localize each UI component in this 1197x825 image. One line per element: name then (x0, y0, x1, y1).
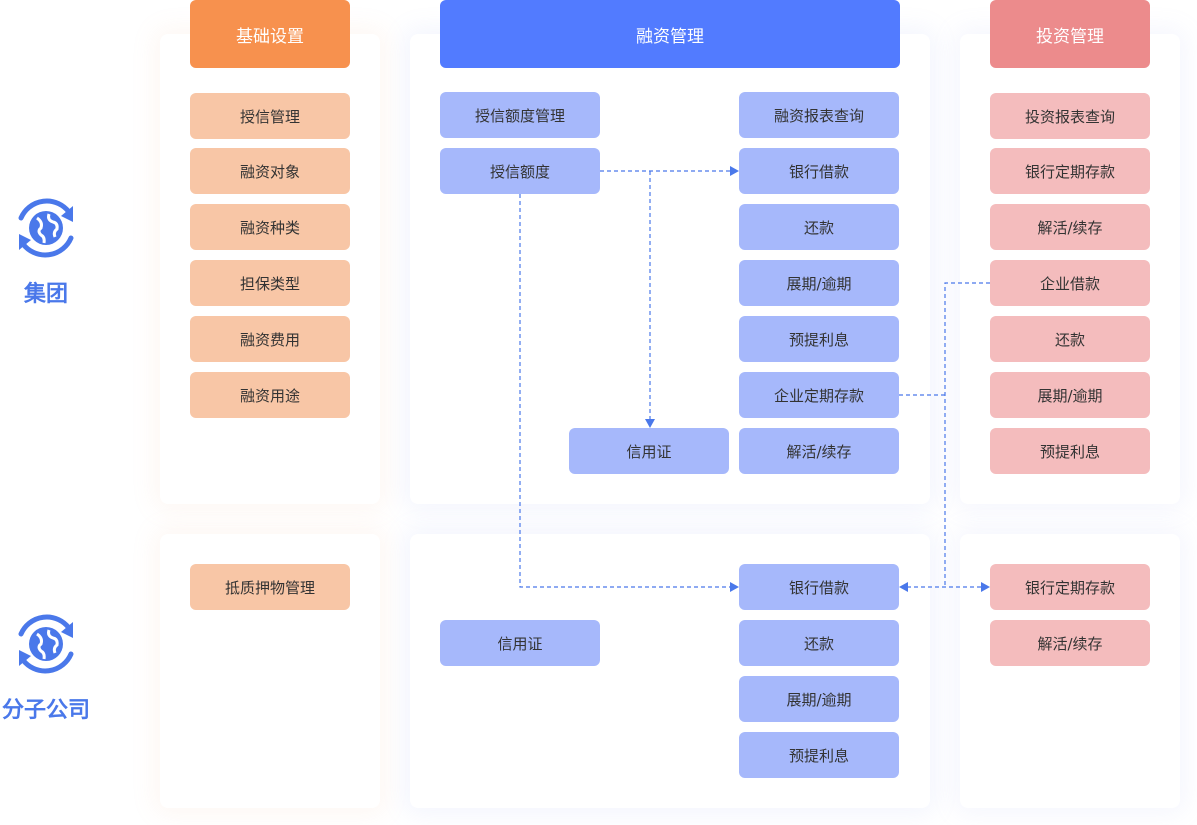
group-financing-bank-loan[interactable]: 银行借款 (739, 148, 899, 194)
group-financing-item[interactable]: 解活/续存 (739, 428, 899, 474)
financing-management-header[interactable]: 融资管理 (440, 0, 900, 68)
group-basic-item[interactable]: 融资费用 (190, 316, 350, 362)
subsidiary-financing-letter-of-credit[interactable]: 信用证 (440, 620, 600, 666)
subsidiary-basic-item[interactable]: 抵质押物管理 (190, 564, 350, 610)
row-label-text: 集团 (23, 282, 68, 307)
group-financing-item[interactable]: 融资报表查询 (739, 92, 899, 138)
investment-management-header[interactable]: 投资管理 (990, 0, 1150, 68)
subsidiary-financing-item[interactable]: 预提利息 (739, 732, 899, 778)
group-investment-item[interactable]: 投资报表查询 (990, 93, 1150, 139)
group-financing-corporate-deposit[interactable]: 企业定期存款 (739, 372, 899, 418)
group-investment-item[interactable]: 预提利息 (990, 428, 1150, 474)
basic-settings-header[interactable]: 基础设置 (190, 0, 350, 68)
group-financing-item[interactable]: 预提利息 (739, 316, 899, 362)
row-label-text: 分子公司 (1, 698, 90, 723)
subsidiary-financing-item[interactable]: 还款 (739, 620, 899, 666)
group-investment-item[interactable]: 还款 (990, 316, 1150, 362)
row-label-subsidiary: 分子公司 (0, 608, 92, 724)
subsidiary-financing-bank-loan[interactable]: 银行借款 (739, 564, 899, 610)
group-financing-credit-limit[interactable]: 授信额度 (440, 148, 600, 194)
group-basic-item[interactable]: 担保类型 (190, 260, 350, 306)
group-investment-item[interactable]: 解活/续存 (990, 204, 1150, 250)
group-investment-corporate-loan[interactable]: 企业借款 (990, 260, 1150, 306)
group-basic-item[interactable]: 融资用途 (190, 372, 350, 418)
group-financing-item[interactable]: 还款 (739, 204, 899, 250)
group-financing-letter-of-credit[interactable]: 信用证 (569, 428, 729, 474)
subsidiary-investment-bank-deposit[interactable]: 银行定期存款 (990, 564, 1150, 610)
subsidiary-investment-item[interactable]: 解活/续存 (990, 620, 1150, 666)
group-basic-item[interactable]: 融资种类 (190, 204, 350, 250)
subsidiary-financing-item[interactable]: 展期/逾期 (739, 676, 899, 722)
globe-refresh-icon (18, 614, 74, 674)
group-basic-item[interactable]: 授信管理 (190, 93, 350, 139)
group-investment-item[interactable]: 银行定期存款 (990, 148, 1150, 194)
group-financing-credit-limit-mgmt[interactable]: 授信额度管理 (440, 92, 600, 138)
group-financing-item[interactable]: 展期/逾期 (739, 260, 899, 306)
group-basic-item[interactable]: 融资对象 (190, 148, 350, 194)
group-investment-item[interactable]: 展期/逾期 (990, 372, 1150, 418)
row-label-group: 集团 (0, 192, 92, 308)
globe-refresh-icon (18, 198, 74, 258)
